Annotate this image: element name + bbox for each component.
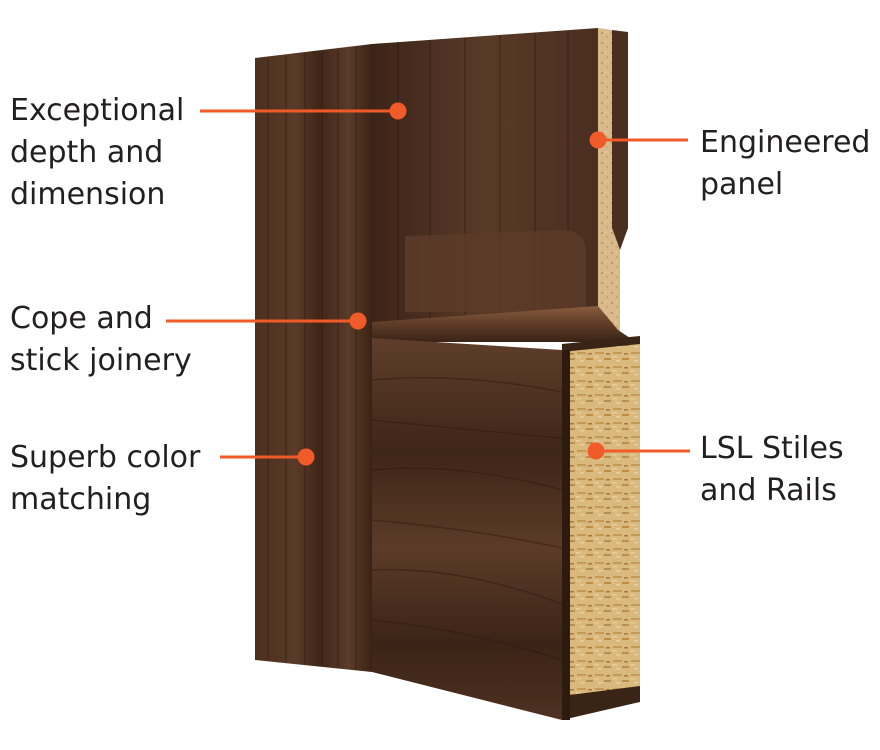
callout-cope-label: Cope and stick joinery bbox=[10, 298, 192, 382]
stile-grain bbox=[267, 47, 357, 670]
lsl-veneer-edge-top bbox=[562, 336, 640, 352]
bottom-rail-face bbox=[372, 338, 562, 720]
callout-depth-line-3: dimension bbox=[10, 177, 166, 212]
raised-panel-step bbox=[405, 230, 586, 312]
callout-color-line-2: matching bbox=[10, 482, 152, 517]
callout-lsl-label: LSL Stiles and Rails bbox=[700, 428, 844, 512]
callout-panel-line-2: panel bbox=[700, 167, 784, 202]
callout-depth-line-2: depth and bbox=[10, 135, 164, 170]
callout-lsl-line-1: LSL Stiles bbox=[700, 431, 844, 466]
lsl-veneer-edge-bottom bbox=[562, 686, 640, 720]
callout-color-label: Superb color matching bbox=[10, 437, 200, 521]
callout-lsl-line-2: and Rails bbox=[700, 473, 837, 508]
lsl-end-grain bbox=[562, 342, 640, 698]
cope-stick-molding bbox=[372, 306, 636, 342]
callout-cope-line-1: Cope and bbox=[10, 301, 153, 336]
left-stile-face bbox=[255, 44, 372, 672]
rail-grain bbox=[371, 377, 563, 661]
callout-panel-line-1: Engineered bbox=[700, 125, 871, 160]
callout-panel-label: Engineered panel bbox=[700, 122, 870, 206]
callout-color-line-1: Superb color bbox=[10, 440, 201, 475]
callout-cope-line-2: stick joinery bbox=[10, 343, 192, 378]
callout-depth-line-1: Exceptional bbox=[10, 93, 185, 128]
callout-depth-label: Exceptional depth and dimension bbox=[10, 90, 184, 216]
panel-core-edge bbox=[598, 28, 620, 338]
